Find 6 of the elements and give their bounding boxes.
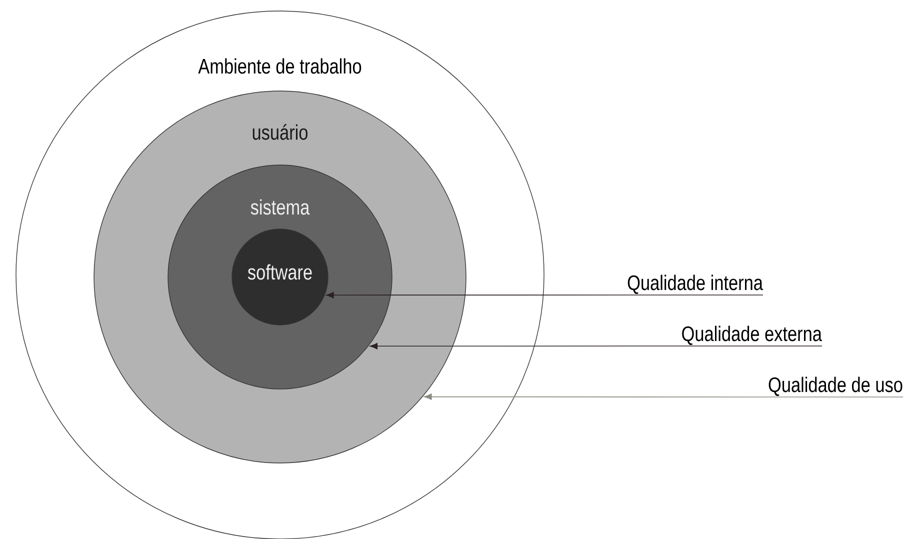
arrow bbox=[326, 292, 764, 298]
arrow bbox=[370, 342, 822, 350]
quality-label: Qualidade interna bbox=[628, 274, 763, 294]
arrow bbox=[424, 394, 904, 400]
quality-label: Qualidade de uso bbox=[768, 376, 902, 396]
quality-label: Qualidade externa bbox=[682, 326, 822, 345]
